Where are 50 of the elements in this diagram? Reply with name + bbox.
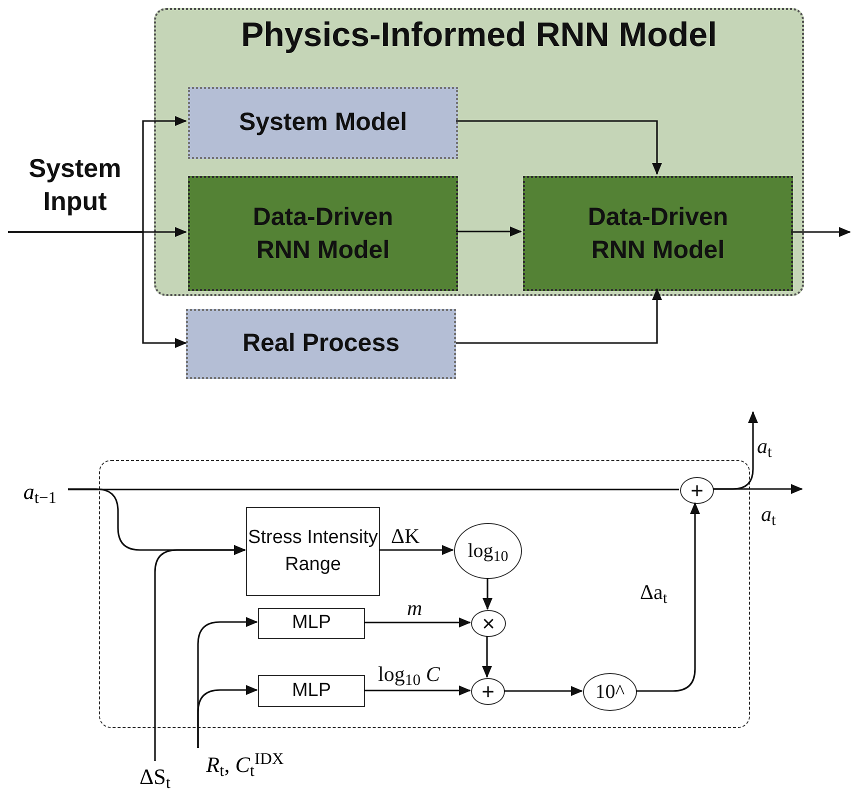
variable-label: ΔS$_{t}$ — [133, 761, 177, 793]
dashed-boundary — [99, 460, 750, 728]
box-label: Real Process — [242, 328, 400, 360]
edge-label: Δa$_{t}$ — [640, 582, 668, 603]
model-box — [188, 176, 458, 291]
box-label: Data-Driven RNN Model — [252, 202, 394, 266]
arrow — [791, 227, 851, 237]
arrow — [364, 618, 471, 628]
arrow — [456, 226, 522, 236]
process-box — [186, 309, 456, 379]
arrow — [482, 578, 492, 610]
arrow — [482, 636, 492, 678]
arrow — [456, 288, 662, 344]
arrow — [636, 502, 700, 692]
box-label: Stress Intensity Range — [247, 526, 379, 576]
edge-label: log$_{10}$ C — [378, 664, 440, 685]
box-label: System Model — [238, 107, 408, 138]
arrow — [154, 545, 246, 761]
arrow — [713, 411, 758, 490]
edge-label: a$_{t}$ — [761, 504, 776, 525]
arrow — [8, 231, 187, 348]
box-label: + — [690, 480, 704, 502]
box-label: × — [482, 612, 495, 634]
model-box — [523, 176, 793, 291]
operator-circle — [471, 678, 505, 705]
edge-label: m — [407, 598, 422, 619]
box-label: 10^ — [595, 682, 625, 702]
model-container — [154, 8, 804, 296]
arrow — [504, 686, 583, 696]
arrow — [197, 685, 258, 748]
box-label: + — [482, 680, 494, 702]
operation-ellipse — [583, 673, 637, 711]
edge-label: ΔK — [391, 526, 420, 547]
arrow — [364, 686, 471, 696]
box-label: Physics-Informed RNN Model — [240, 15, 718, 56]
box-label: log$_{10}$ — [468, 541, 508, 561]
variable-label: a$_{t−1}$ — [12, 475, 68, 509]
box-label: MLP — [292, 611, 332, 636]
arrow — [456, 120, 662, 175]
operator-circle — [471, 610, 506, 637]
operator-circle — [680, 477, 714, 504]
box-label: Data-Driven RNN Model — [586, 202, 730, 266]
process-box — [188, 87, 458, 159]
box-label: MLP — [292, 678, 332, 703]
input-label: System Input — [28, 152, 122, 217]
arrow — [379, 545, 454, 555]
process-box — [258, 675, 365, 707]
process-box — [258, 608, 365, 639]
edge-label: a$_{t}$ — [757, 436, 772, 457]
process-box — [246, 507, 380, 596]
